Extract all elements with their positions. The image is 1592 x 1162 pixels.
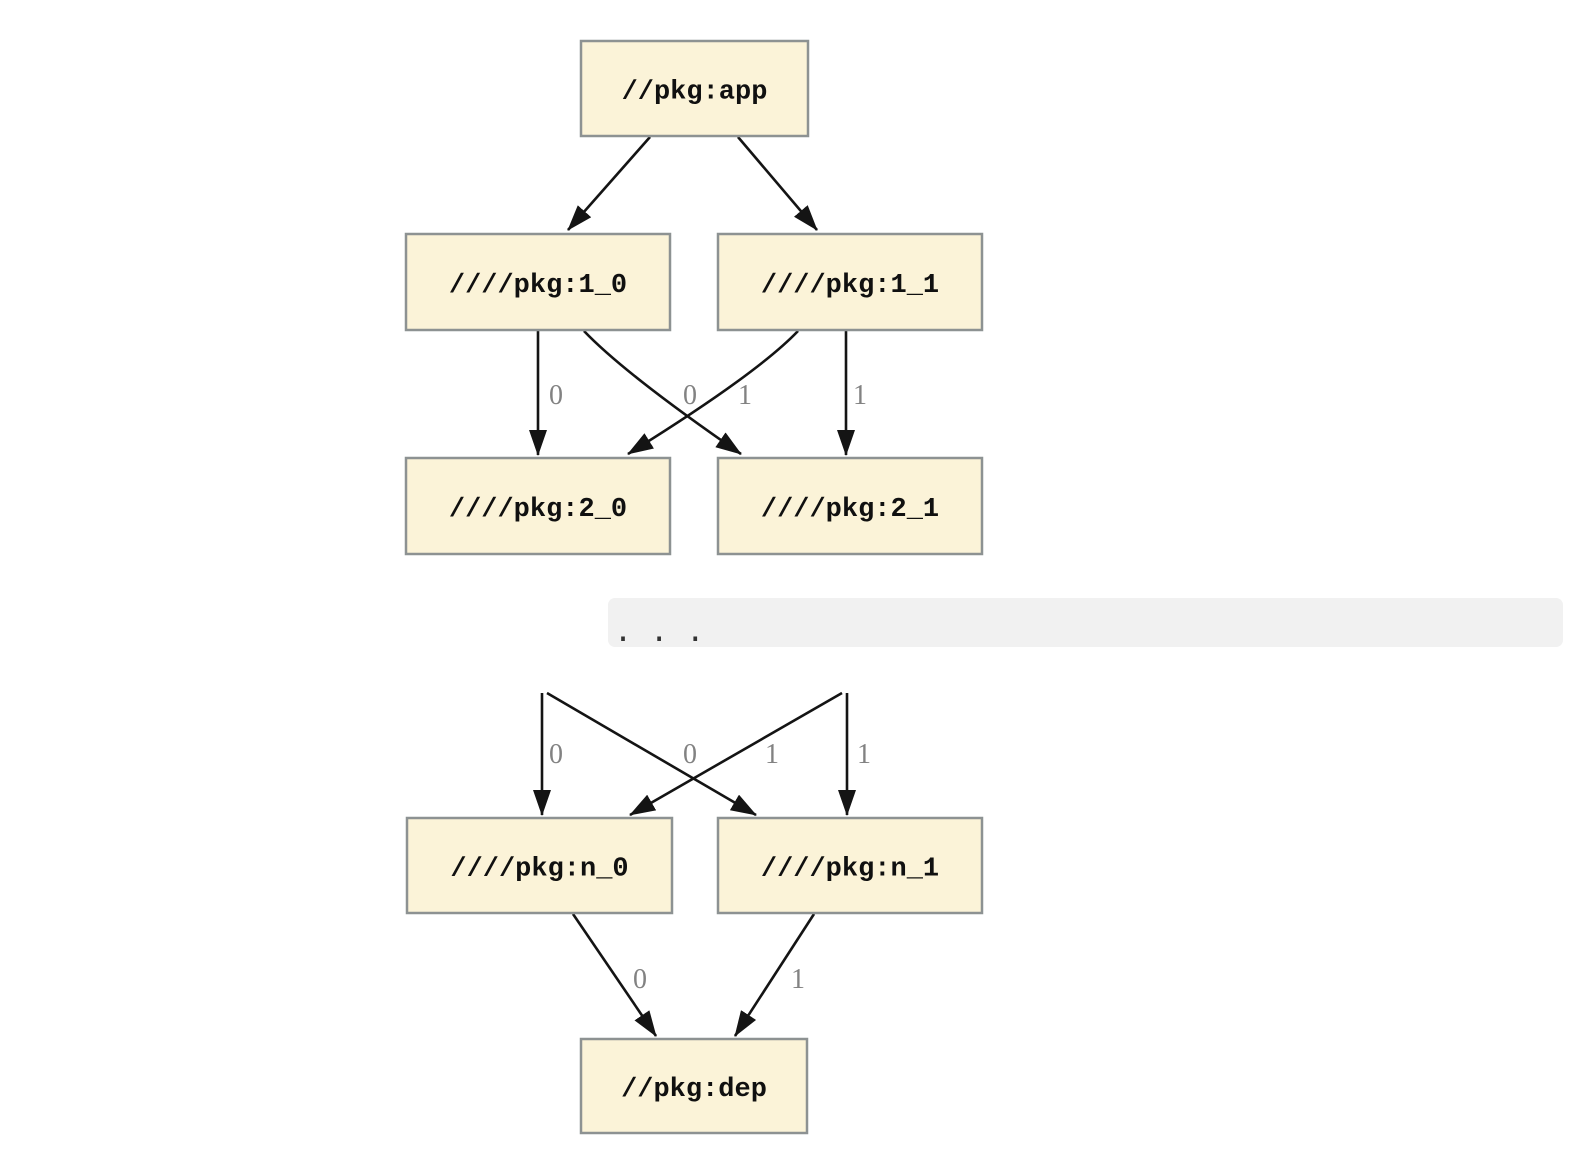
edge-labels-layer: 0 0 1 1 0 0 1 1 0 1 xyxy=(549,380,871,995)
edge-app-to-1_0 xyxy=(567,136,651,231)
node-label-n_0: ////pkg:n_0 xyxy=(450,855,628,885)
edge-1_1-to-2_1-label: 1 xyxy=(853,380,867,411)
node-label-1_0: ////pkg:1_0 xyxy=(449,271,627,301)
node-label-1_1: ////pkg:1_1 xyxy=(761,271,939,301)
edge-n_1-to-dep xyxy=(733,913,816,1037)
graph-node-dep: //pkg:dep xyxy=(579,1037,809,1135)
node-box-n_1 xyxy=(716,816,984,915)
edge-prev1-to-n_1-label: 1 xyxy=(857,739,871,770)
edges-layer xyxy=(529,136,856,1037)
edge-app-to-1_1 xyxy=(737,136,818,231)
graph-node-2_0: ////pkg:2_0 xyxy=(404,456,672,556)
graph-node-1_1: ////pkg:1_1 xyxy=(716,232,984,332)
ellipsis-text: . . . xyxy=(614,614,704,649)
edge-1_0-to-2_1-label: 0 xyxy=(683,380,697,411)
edge-1_1-to-2_0 xyxy=(627,330,799,456)
node-label-2_0: ////pkg:2_0 xyxy=(449,495,627,525)
edge-1_0-to-2_1 xyxy=(583,330,742,456)
node-box-n_0 xyxy=(405,816,674,915)
ellipsis-band xyxy=(608,598,1563,647)
edge-prev0-to-n_1-label: 0 xyxy=(683,739,697,770)
edge-n_1-to-dep-label: 1 xyxy=(791,964,805,995)
node-label-dep: //pkg:dep xyxy=(621,1075,767,1105)
edge-prev1-to-n_0-label: 1 xyxy=(765,739,779,770)
edge-n_0-to-dep xyxy=(571,913,658,1037)
node-label-n_1: ////pkg:n_1 xyxy=(761,855,939,885)
nodes-layer: //pkg:app ////pkg:1_0 ////pkg:1_1 ////pkg:2… xyxy=(404,39,984,1135)
node-box-1_1 xyxy=(716,232,984,332)
graph-node-n_0: ////pkg:n_0 xyxy=(405,816,674,915)
node-box-2_0 xyxy=(404,456,672,556)
node-label-app: //pkg:app xyxy=(622,78,768,108)
edge-prev0-to-n_0-label: 0 xyxy=(549,739,563,770)
graph-node-1_0: ////pkg:1_0 xyxy=(404,232,672,332)
edge-1_0-to-2_0-label: 0 xyxy=(549,380,563,411)
node-box-2_1 xyxy=(716,456,984,556)
edge-prev1-to-n_0 xyxy=(629,691,843,817)
edge-1_1-to-2_0-label: 1 xyxy=(738,380,752,411)
graph-node-app: //pkg:app xyxy=(579,39,810,138)
graph-node-2_1: ////pkg:2_1 xyxy=(716,456,984,556)
node-box-dep xyxy=(579,1037,809,1135)
graph-node-n_1: ////pkg:n_1 xyxy=(716,816,984,915)
node-box-app xyxy=(579,39,810,138)
node-box-1_0 xyxy=(404,232,672,332)
edge-prev0-to-n_1 xyxy=(546,691,757,817)
node-label-2_1: ////pkg:2_1 xyxy=(761,495,939,525)
edge-n_0-to-dep-label: 0 xyxy=(633,964,647,995)
